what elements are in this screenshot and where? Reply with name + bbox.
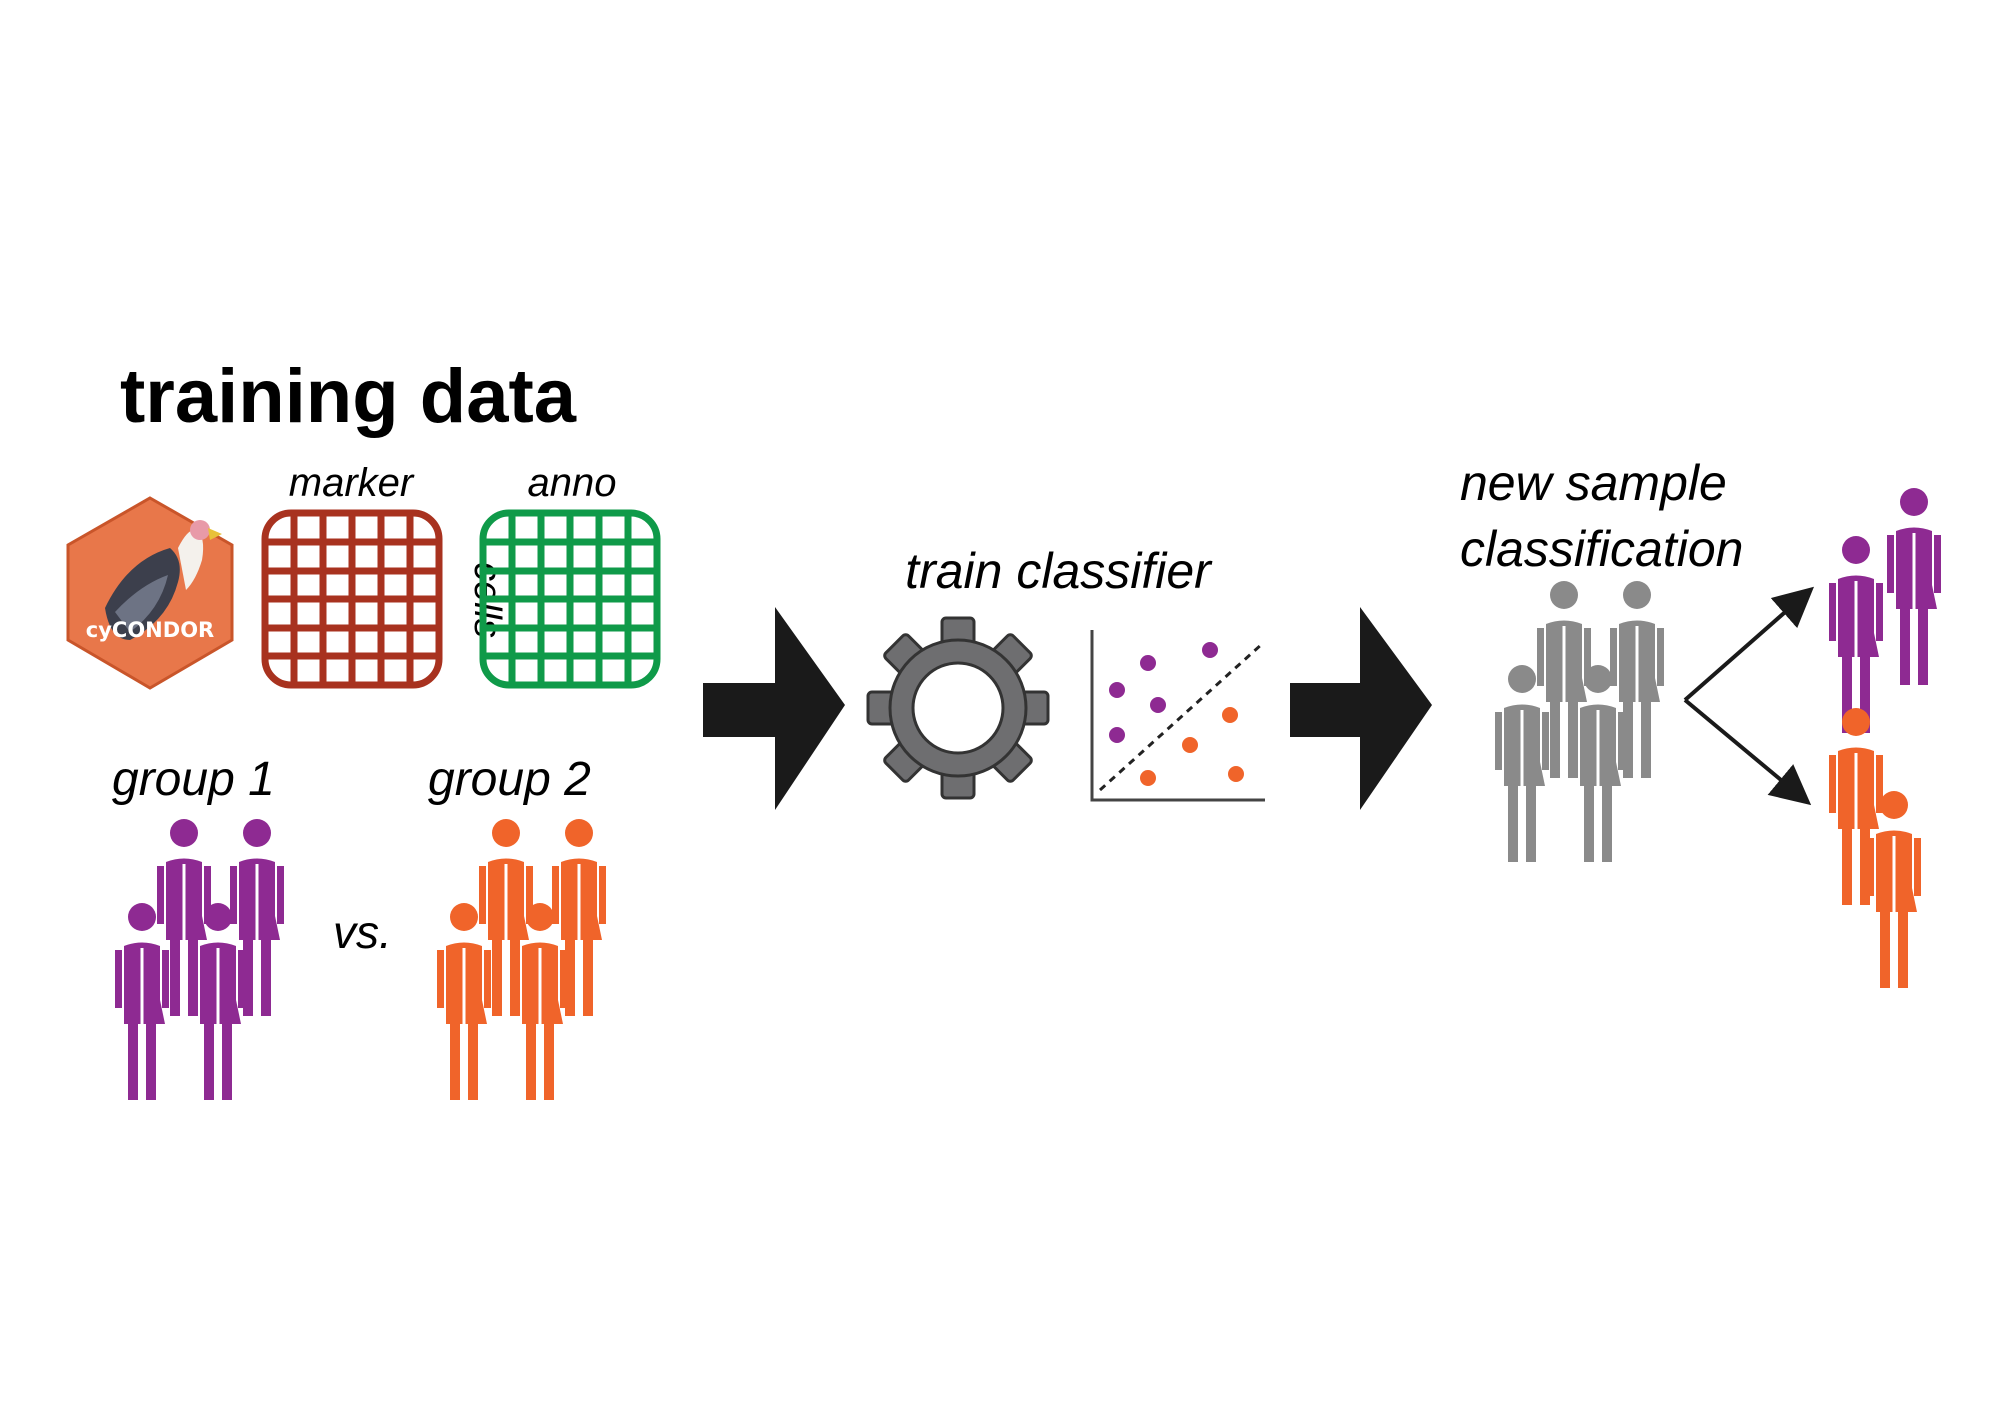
group-2-label: group 2 (428, 753, 591, 806)
diagram-title: training data (120, 354, 577, 439)
logo-text: cyCONDOR (86, 618, 214, 642)
anno-label: anno (528, 461, 617, 505)
scatter-plot-icon (1090, 630, 1265, 802)
group-2-people (437, 819, 606, 1100)
vs-label: vs. (333, 906, 392, 958)
new-sample-label: new sample (1460, 455, 1727, 511)
train-classifier-label: train classifier (905, 543, 1213, 599)
split-arrows-icon (1683, 586, 1815, 806)
big-arrow-right-icon (703, 607, 845, 810)
marker-matrix-grid (261, 509, 443, 689)
group-1-people (115, 819, 284, 1100)
gear-icon (866, 616, 1050, 800)
classified-group-1-people (1829, 488, 1941, 733)
classification-label: classification (1460, 521, 1743, 577)
marker-label: marker (289, 461, 415, 505)
big-arrow-right-icon (1290, 607, 1432, 810)
classified-group-2-people (1829, 708, 1921, 988)
group-1-label: group 1 (112, 753, 275, 806)
annotation-matrix-grid (479, 509, 661, 689)
condor-hexagon-logo: cyCONDOR (66, 496, 234, 690)
new-sample-people (1495, 581, 1664, 862)
